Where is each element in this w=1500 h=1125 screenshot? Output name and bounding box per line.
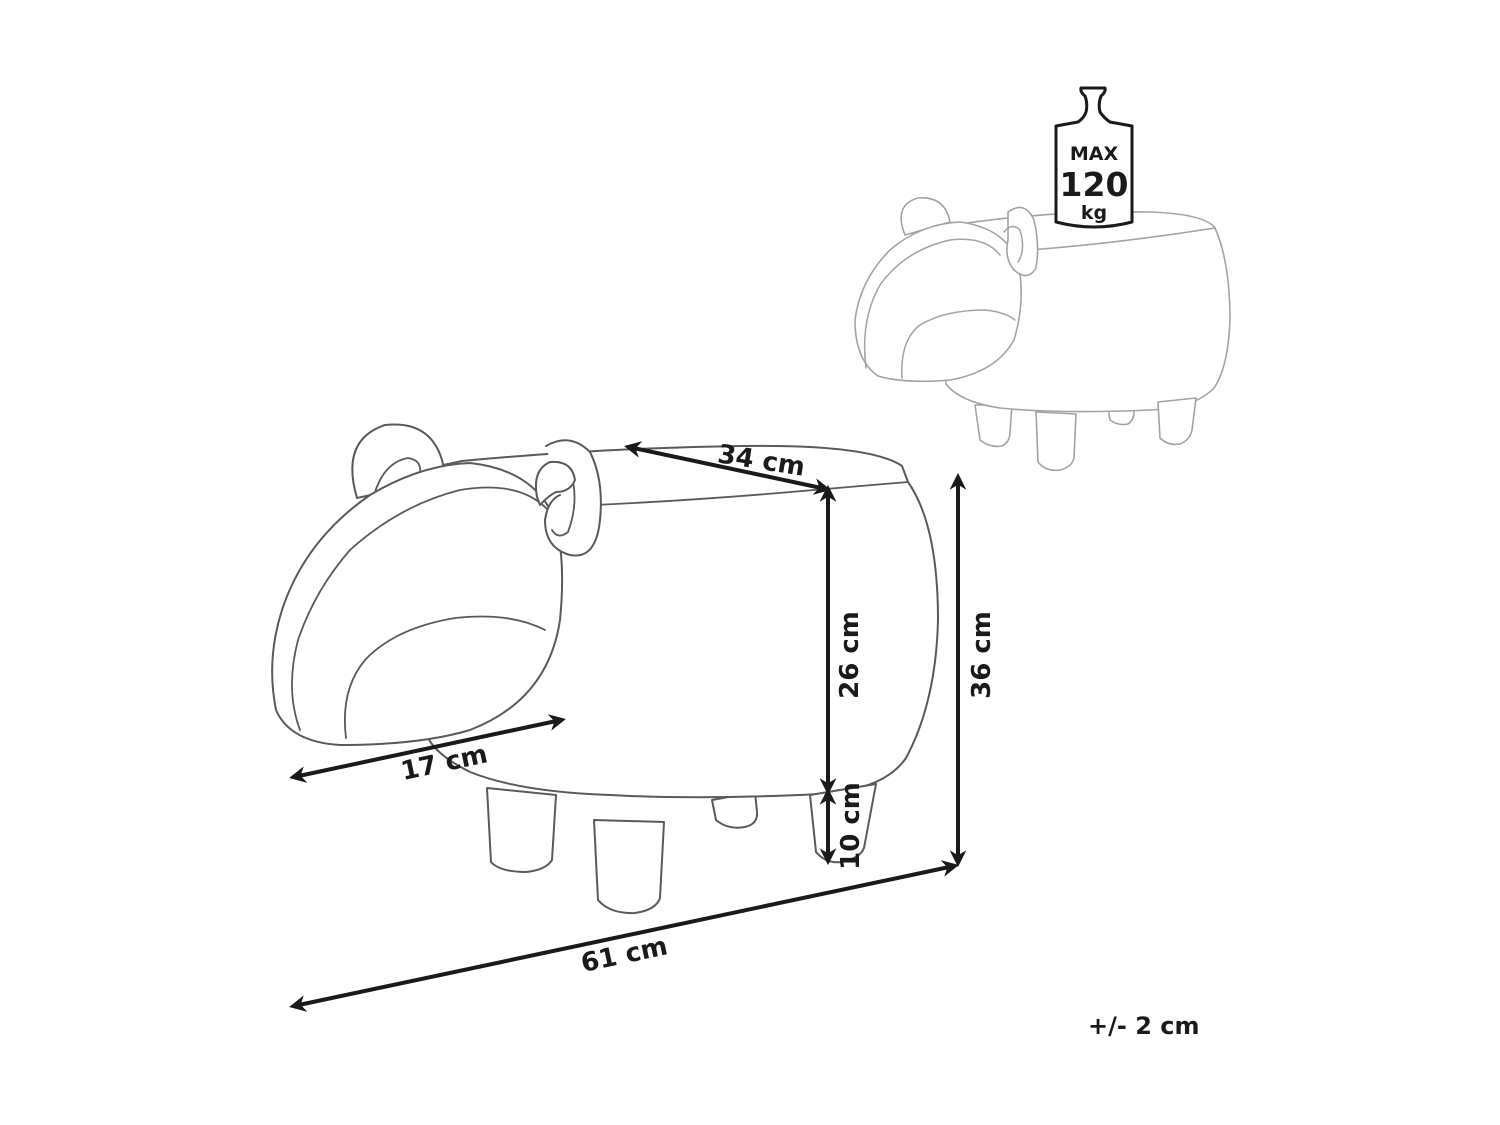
ghost-front-leg-right: [1157, 397, 1197, 446]
dim-line-head-width: [289, 714, 566, 783]
dim-line-total-length: [289, 860, 959, 1012]
ghost-front-leg: [1035, 411, 1077, 472]
back-leg-right: [711, 791, 759, 829]
ear-back-inner: [374, 457, 422, 493]
tolerance-note: +/- 2 cm: [1088, 1012, 1200, 1040]
front-leg-left: [593, 819, 665, 915]
weight-value: 120: [1060, 165, 1129, 204]
label-body-height: 26 cm: [835, 611, 865, 699]
weight-icon: MAX 120 kg: [1054, 86, 1134, 229]
dim-line-depth: [624, 441, 831, 495]
ghost-ear-front-inner: [1003, 225, 1024, 263]
ghost-top-seam: [1029, 227, 1216, 251]
weight-unit: kg: [1081, 202, 1107, 224]
label-total-height: 36 cm: [967, 611, 997, 699]
ottoman-ghost-drawing: [854, 197, 1231, 472]
ghost-snout-outer: [863, 238, 1001, 369]
ghost-head: [854, 221, 1022, 383]
label-total-length: 61 cm: [578, 931, 670, 979]
ghost-back-leg: [974, 404, 1013, 448]
snout-line-inner: [343, 615, 546, 739]
ear-front-curl: [534, 460, 576, 506]
ghost-ear-back: [900, 197, 951, 236]
dimension-lines: [289, 441, 967, 1012]
label-leg-height: 10 cm: [836, 782, 866, 870]
snout-line-outer: [291, 486, 549, 731]
weight-max-label: MAX: [1070, 143, 1119, 165]
ghost-snout-inner: [901, 309, 1016, 379]
back-leg-left: [486, 787, 557, 873]
